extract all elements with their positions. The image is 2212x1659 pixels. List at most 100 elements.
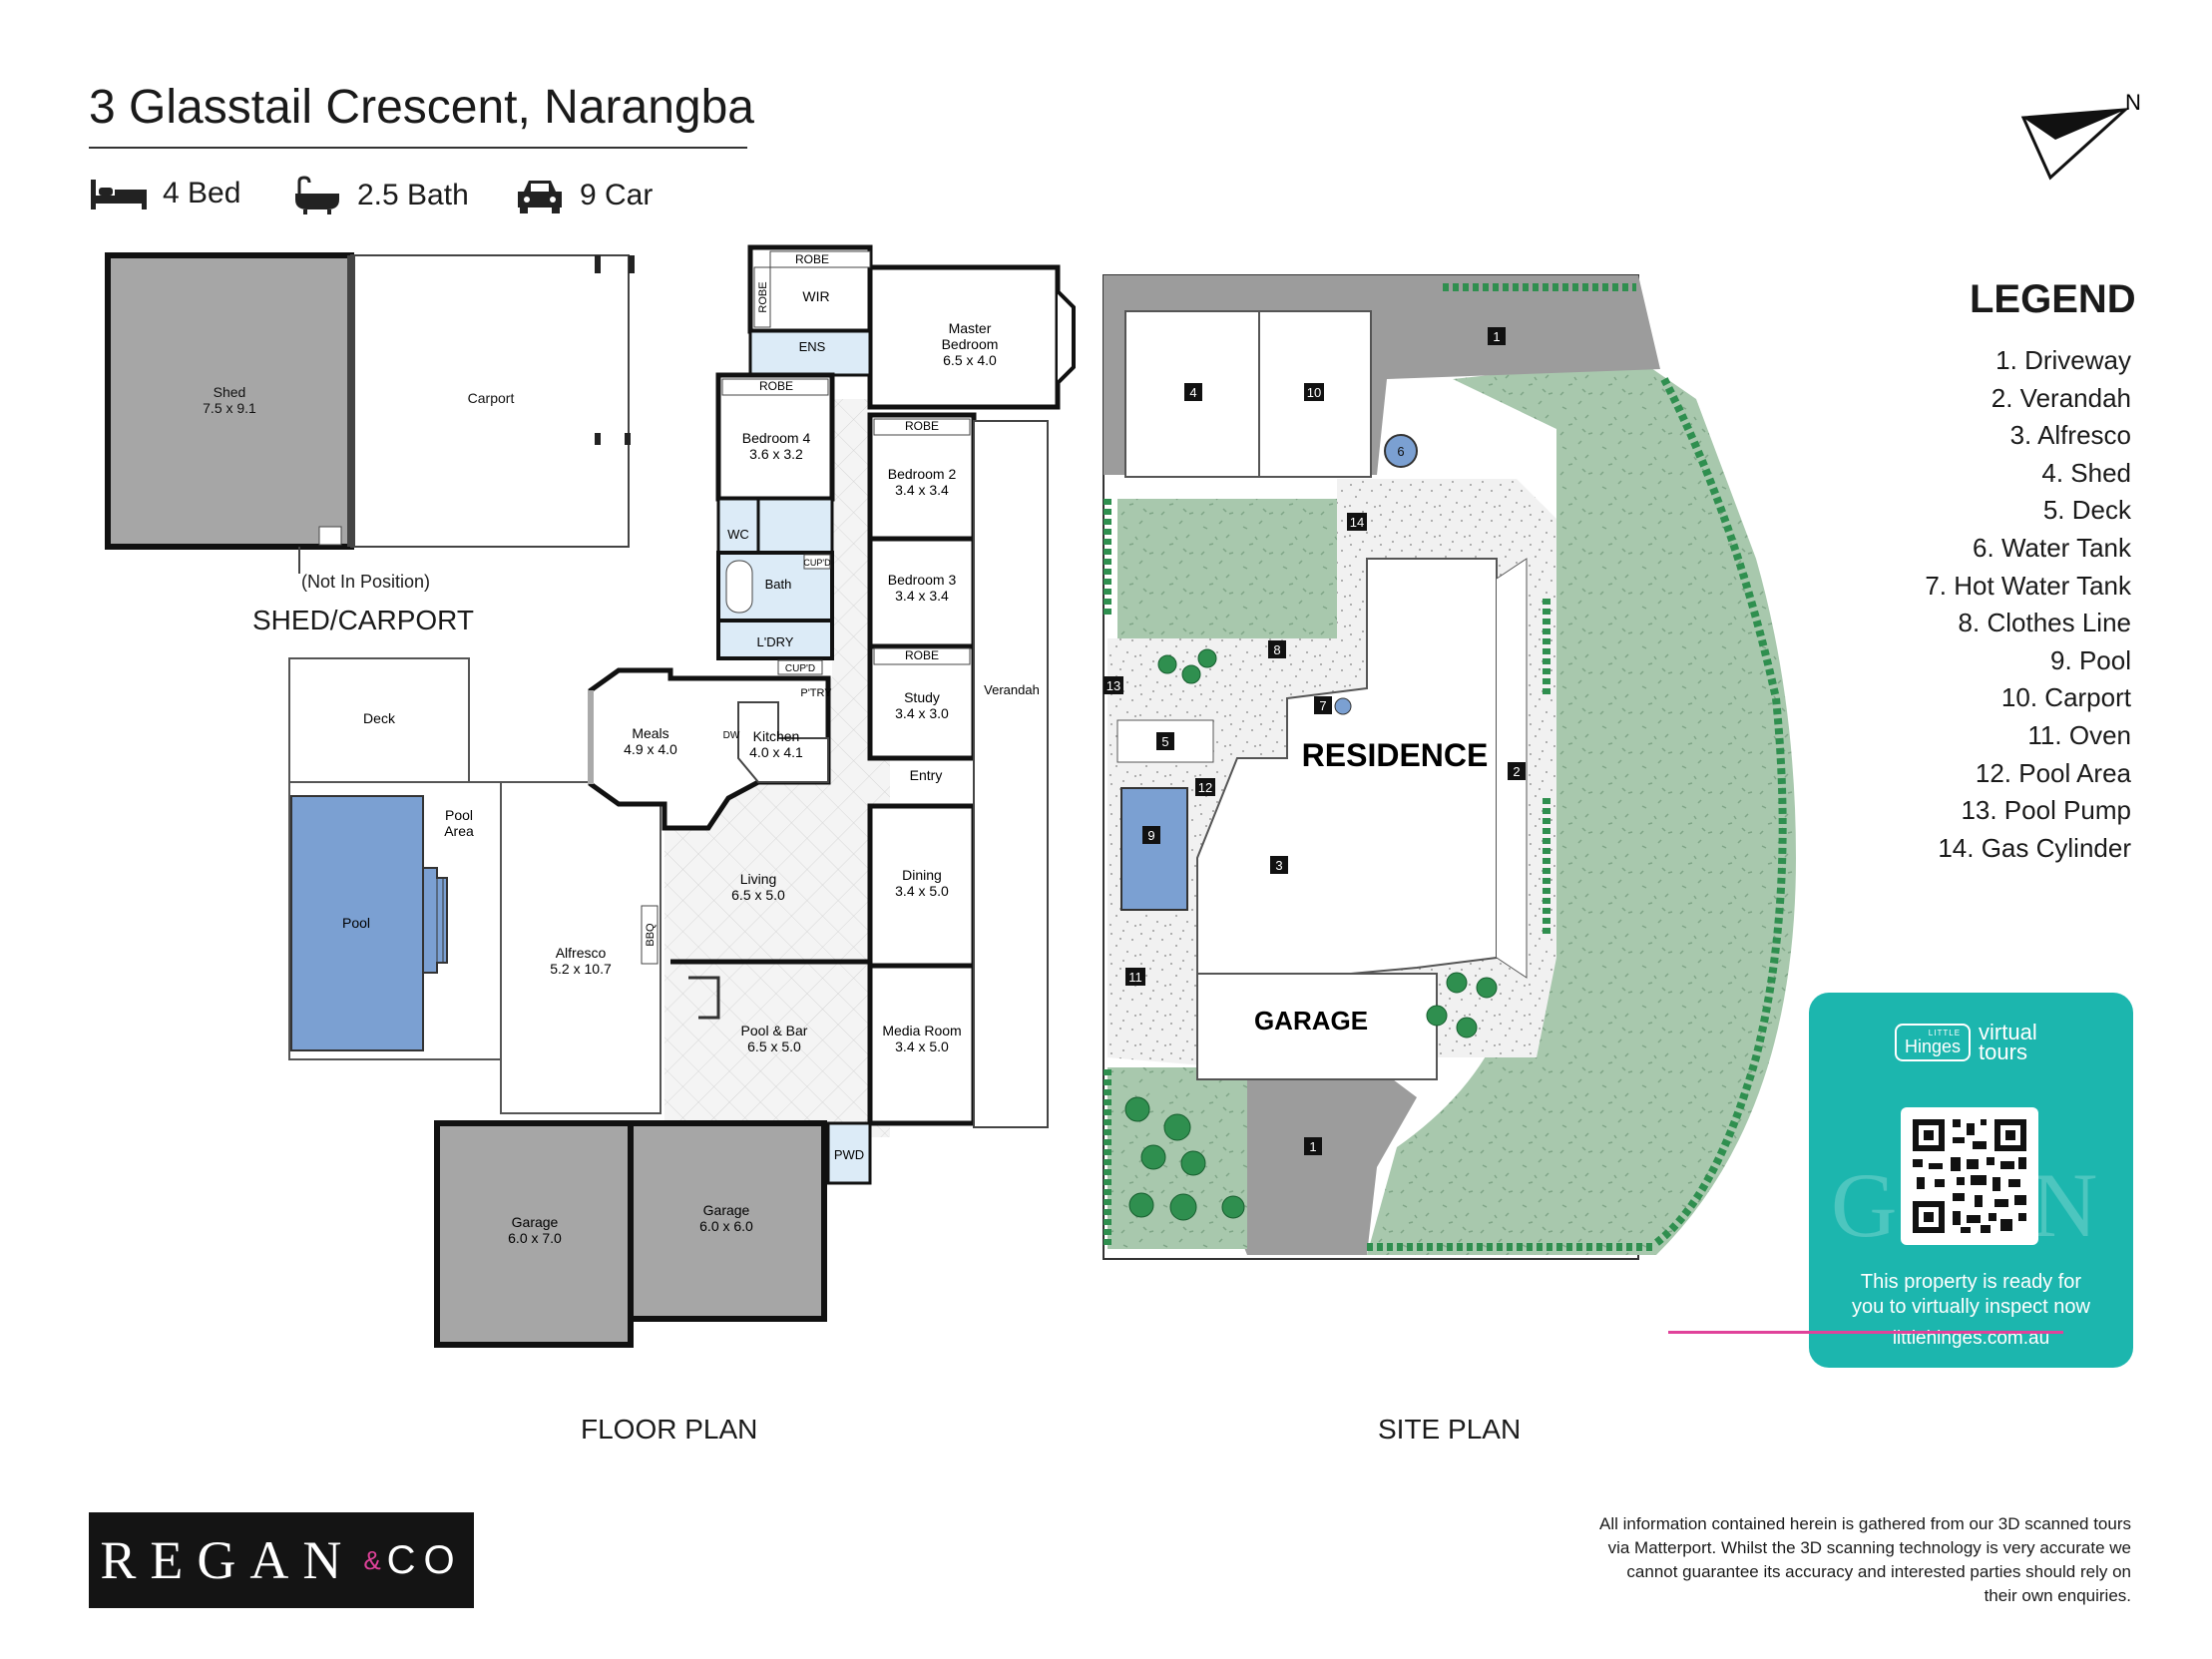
marker-12: 12 — [1198, 780, 1212, 795]
marker-4: 4 — [1189, 385, 1196, 400]
shed-carport-heading: SHED/CARPORT — [252, 605, 474, 635]
title-underline — [89, 147, 747, 149]
bbq — [641, 905, 659, 965]
legend-item: 14. Gas Cylinder — [1938, 832, 2131, 863]
legend-item: 2. Verandah — [1991, 382, 2131, 413]
robe-wir — [753, 266, 771, 328]
carport-label: Carport — [468, 390, 515, 406]
bed-text: 4 Bed — [163, 177, 241, 209]
verandah — [973, 420, 1049, 1128]
robe-master — [769, 250, 871, 268]
hot-water-tank-site — [1334, 697, 1352, 715]
car-text: 9 Car — [580, 179, 654, 211]
master-size: 6.5 x 4.0 — [943, 352, 997, 368]
garage2-size: 6.0 x 6.0 — [699, 1218, 753, 1234]
bed4-label: Bedroom 4 — [742, 430, 811, 446]
cupd-label-2: CUP'D — [785, 663, 815, 674]
robe-label-3: ROBE — [759, 379, 793, 393]
legend-item: 8. Clothes Line — [1958, 608, 2131, 638]
promo-message: This property is ready for you to virtua… — [1809, 1270, 2133, 1320]
logo-main-text: REGAN — [100, 1530, 356, 1590]
garage-2 — [628, 1120, 827, 1322]
tours-word: tours — [1979, 1039, 2027, 1064]
pantry-label: P'TRY — [800, 687, 832, 699]
legend-item: 4. Shed — [2041, 457, 2131, 488]
car-icon — [518, 181, 562, 213]
north-arrow-icon: N — [2020, 90, 2141, 181]
floor-plan: Deck Pool Pool Area Alfresco 5.2 x 10.7 … — [288, 244, 1076, 1348]
shed — [105, 252, 354, 550]
north-label: N — [2125, 90, 2141, 115]
bbq-label: BBQ — [645, 923, 657, 947]
logo-ampersand: & — [363, 1544, 381, 1575]
brand-name: Hinges — [1905, 1037, 1962, 1056]
bed3-size: 3.4 x 3.4 — [895, 588, 949, 604]
bed-count: 4 Bed — [89, 176, 240, 211]
pool-area-label-2: Area — [444, 823, 474, 839]
legend-item: 1. Driveway — [1995, 345, 2131, 375]
accent-line — [1668, 1331, 2063, 1334]
legend-item: 13. Pool Pump — [1961, 795, 2131, 826]
kitchen-label: Kitchen — [753, 728, 800, 744]
virtual-tour-promo[interactable]: GAN LITTLE Hinges virtual tours — [1809, 993, 2133, 1368]
bed-icon — [91, 180, 147, 209]
pool — [290, 795, 424, 1051]
shed-carport-plan: Shed 7.5 x 9.1 Carport — [105, 252, 635, 574]
qr-code-icon — [1913, 1119, 2026, 1233]
marker-6: 6 — [1397, 444, 1404, 459]
shed-label: Shed — [214, 384, 246, 400]
pool-area-label-1: Pool — [445, 807, 473, 823]
media-size: 3.4 x 5.0 — [895, 1038, 949, 1054]
master-label: Master — [949, 320, 992, 336]
bed3-label: Bedroom 3 — [888, 572, 957, 588]
legend-title: LEGEND — [1970, 277, 2136, 321]
marker-8: 8 — [1273, 642, 1280, 657]
deck — [288, 657, 470, 783]
legend-item: 9. Pool — [2050, 644, 2131, 675]
media-label: Media Room — [882, 1023, 961, 1038]
marker-5: 5 — [1161, 734, 1168, 749]
disclaimer-text: All information contained herein is gath… — [1599, 1514, 2131, 1605]
marker-2: 2 — [1513, 764, 1520, 779]
logo-co-text: CO — [386, 1537, 463, 1582]
page-title: 3 Glasstail Crescent, Narangba — [89, 81, 754, 134]
ensuite — [748, 329, 872, 377]
alfresco — [500, 781, 662, 1114]
laundry — [716, 619, 834, 660]
qr-code[interactable] — [1901, 1107, 2038, 1245]
regan-co-logo: REGAN & CO — [89, 1512, 474, 1608]
robe-label-1: ROBE — [795, 252, 829, 266]
bath-icon — [295, 176, 339, 214]
master-bedroom — [867, 264, 1061, 410]
study-size: 3.4 x 3.0 — [895, 705, 949, 721]
meals-size: 4.9 x 4.0 — [624, 741, 677, 757]
lawn-east — [1367, 359, 1796, 1255]
water-tank-site — [1384, 434, 1418, 468]
alfresco-size: 5.2 x 10.7 — [550, 961, 612, 977]
wc — [716, 497, 760, 555]
robe-label-4: ROBE — [905, 419, 939, 433]
virtual-tours-text: virtual tours — [1979, 1022, 2037, 1064]
little-hinges-logo: LITTLE Hinges — [1895, 1024, 1972, 1061]
living-size: 6.5 x 5.0 — [731, 887, 785, 903]
legend-item: 3. Alfresco — [2009, 420, 2131, 451]
legend-item: 12. Pool Area — [1975, 757, 2131, 788]
bath-label: Bath — [765, 577, 792, 592]
master-label-2: Bedroom — [942, 336, 999, 352]
not-in-position-note: (Not In Position) — [301, 572, 431, 592]
cupd-label-1: CUP'D — [803, 558, 831, 568]
poolbar-label: Pool & Bar — [741, 1023, 808, 1038]
bath-count: 2.5 Bath — [291, 176, 469, 215]
laundry-label: L'DRY — [757, 634, 794, 649]
floor-plan-heading: FLOOR PLAN — [581, 1414, 758, 1445]
marker-1b: 1 — [1309, 1139, 1316, 1154]
site-plan-heading: SITE PLAN — [1378, 1414, 1522, 1445]
bed2-size: 3.4 x 3.4 — [895, 482, 949, 498]
dw-label: DW — [723, 730, 740, 741]
marker-13: 13 — [1106, 678, 1120, 693]
car-count: 9 Car — [514, 176, 653, 215]
residence — [1196, 558, 1498, 990]
pool-site — [1120, 787, 1188, 911]
marker-11: 11 — [1128, 970, 1142, 985]
